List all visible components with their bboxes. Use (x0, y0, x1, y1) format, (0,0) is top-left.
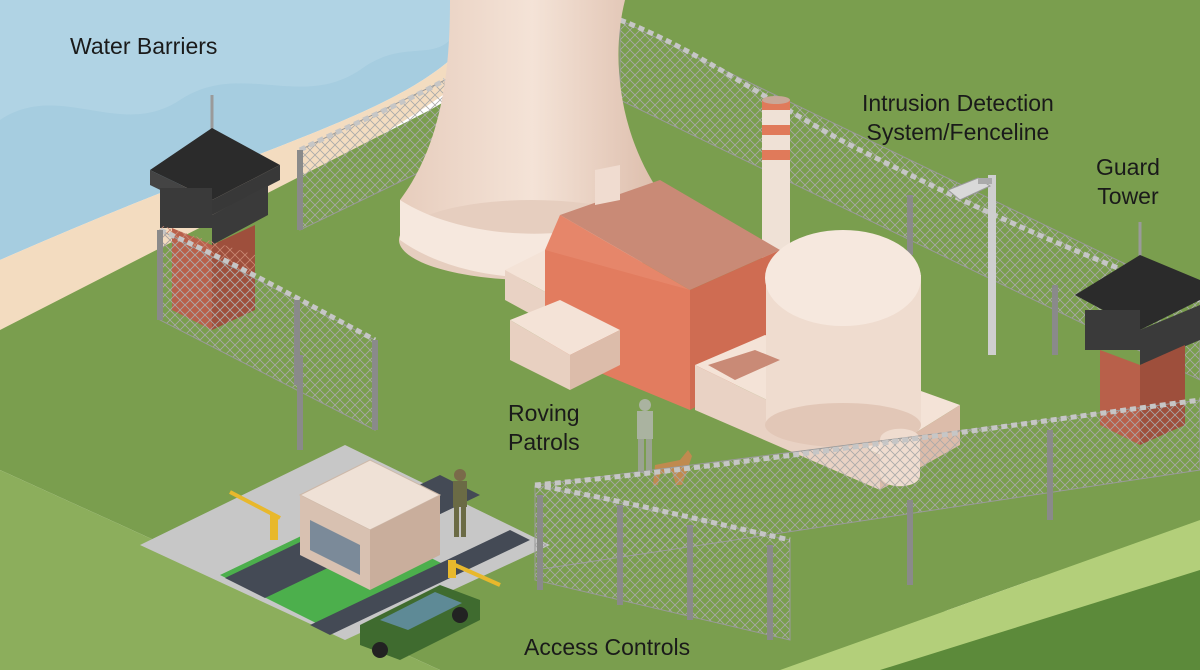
exhaust-stack (762, 96, 790, 260)
gate-guard (453, 469, 467, 537)
label-intrusion-detection: Intrusion Detection System/Fenceline (862, 90, 1054, 145)
roving-patrol-guard (637, 399, 653, 473)
left-fence (157, 227, 378, 450)
grass-right-edge (780, 520, 1200, 670)
vehicle (360, 585, 480, 660)
label-water-barriers: Water Barriers (70, 33, 218, 59)
label-roving-patrols: Roving Patrols (508, 400, 580, 455)
water-wave (0, 0, 450, 120)
label-access-controls: Access Controls (524, 634, 691, 660)
front-fence (534, 397, 1200, 641)
label-guard-tower: Guard Tower (1096, 154, 1160, 209)
security-camera (947, 175, 996, 355)
